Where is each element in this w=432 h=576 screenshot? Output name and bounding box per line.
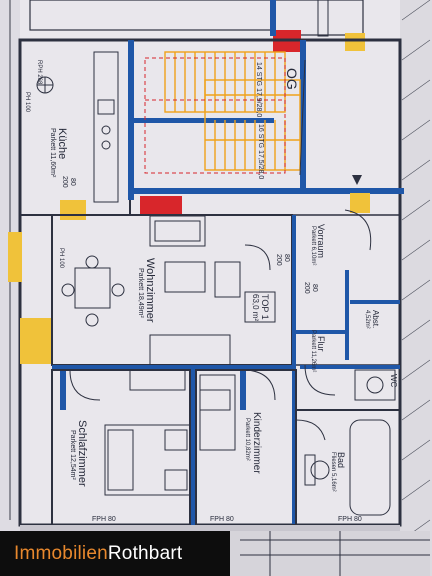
dim-living-door-80: 80 [283, 254, 290, 262]
brand-logo: ImmobilienRothbart [14, 543, 182, 565]
floor-label: OG [284, 68, 300, 90]
room-hall-a: Vorraum [316, 224, 326, 259]
dim-living-ph: PH 100 [58, 248, 64, 269]
brand-logo-bar: ImmobilienRothbart [0, 531, 230, 576]
unit-label: TOP 1 [260, 294, 270, 320]
room-bath: Bad [336, 452, 346, 469]
dim-door-kitchen-200: 200 [61, 176, 68, 188]
unit-area: 63,0 m² [251, 294, 260, 322]
dim-hall-door-200: 200 [303, 282, 310, 294]
room-kids: Kinderzimmer [251, 412, 262, 474]
stair-top-label: 14 STG 17,9/28,0 [255, 62, 262, 118]
room-bedroom-detail: Parkett 12,54m² [69, 430, 76, 480]
dim-fph-bath: FPH 80 [338, 516, 362, 523]
room-bath-detail: Fliesen 5,16m² [330, 452, 336, 492]
dim-kitchen-rph: RPH 268 [36, 60, 42, 85]
stair-bottom-label: 16 STG 17,5/28,0 [257, 124, 264, 180]
room-hall-b: Flur [316, 336, 326, 352]
dim-door-kitchen-80: 80 [69, 178, 76, 186]
room-living-detail: Parkett 18,49m² [137, 268, 144, 318]
dim-fph-kids: FPH 80 [210, 516, 234, 523]
room-kitchen-detail: Parkett 11,60m² [49, 128, 56, 178]
room-living: Wohnzimmer [144, 258, 156, 323]
room-kitchen: Küche [56, 128, 68, 160]
dim-hall-door-80: 80 [311, 284, 318, 292]
dim-kitchen-ph: PH 100 [24, 92, 30, 113]
room-hall-a-detail: Parkett 6,10m² [310, 226, 316, 266]
room-bedroom: Schlafzimmer [76, 420, 88, 487]
brand-logo-part1: Immobilien [14, 542, 108, 564]
room-hall-b-detail: Parkett 11,26m² [310, 330, 316, 373]
brand-logo-part2: Rothbart [107, 542, 183, 564]
room-wc: WC [389, 374, 398, 388]
dim-fph-bedroom: FPH 80 [92, 516, 116, 523]
room-kids-detail: Parkett 10,82m² [244, 418, 250, 461]
room-storage-detail: 4,52m² [364, 310, 370, 329]
dim-living-door-200: 200 [275, 254, 282, 266]
room-storage: Abst. [371, 310, 380, 329]
